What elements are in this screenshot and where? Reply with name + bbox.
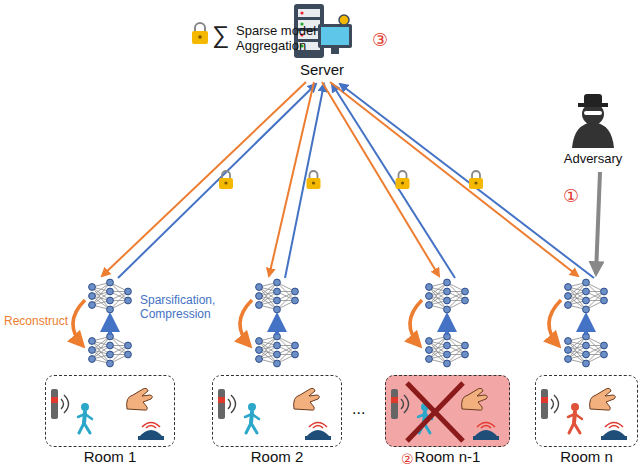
- room-box: Room 1: [45, 375, 175, 447]
- room-label: Room 2: [193, 448, 361, 465]
- room-art: [51, 375, 627, 447]
- lock-icon: [192, 23, 208, 44]
- step-label: Sparsification, Compression: [140, 294, 224, 322]
- room-box: Room 2: [212, 375, 342, 447]
- node-label: Server: [258, 61, 386, 78]
- sum-symbol: ∑: [212, 21, 229, 49]
- adversary-node: Adversary: [552, 96, 634, 166]
- aggregation-label: Sparse model Aggregation: [236, 24, 328, 54]
- node-label: Adversary: [532, 151, 644, 166]
- room-label: Room n: [516, 448, 644, 465]
- hacker-icon: [572, 94, 614, 148]
- ellipsis: ...: [352, 400, 365, 418]
- room-box: Room n: [535, 375, 638, 447]
- room-label: Room 1: [26, 448, 194, 465]
- client-models: [73, 82, 607, 367]
- room-box: Room n-1: [385, 375, 510, 447]
- callout-number: ②: [401, 451, 414, 467]
- room-label: Room n-1: [366, 448, 529, 465]
- callout-number: ③: [372, 30, 388, 51]
- step-label: Reconstruct: [4, 315, 68, 329]
- callout-number: ①: [563, 186, 579, 207]
